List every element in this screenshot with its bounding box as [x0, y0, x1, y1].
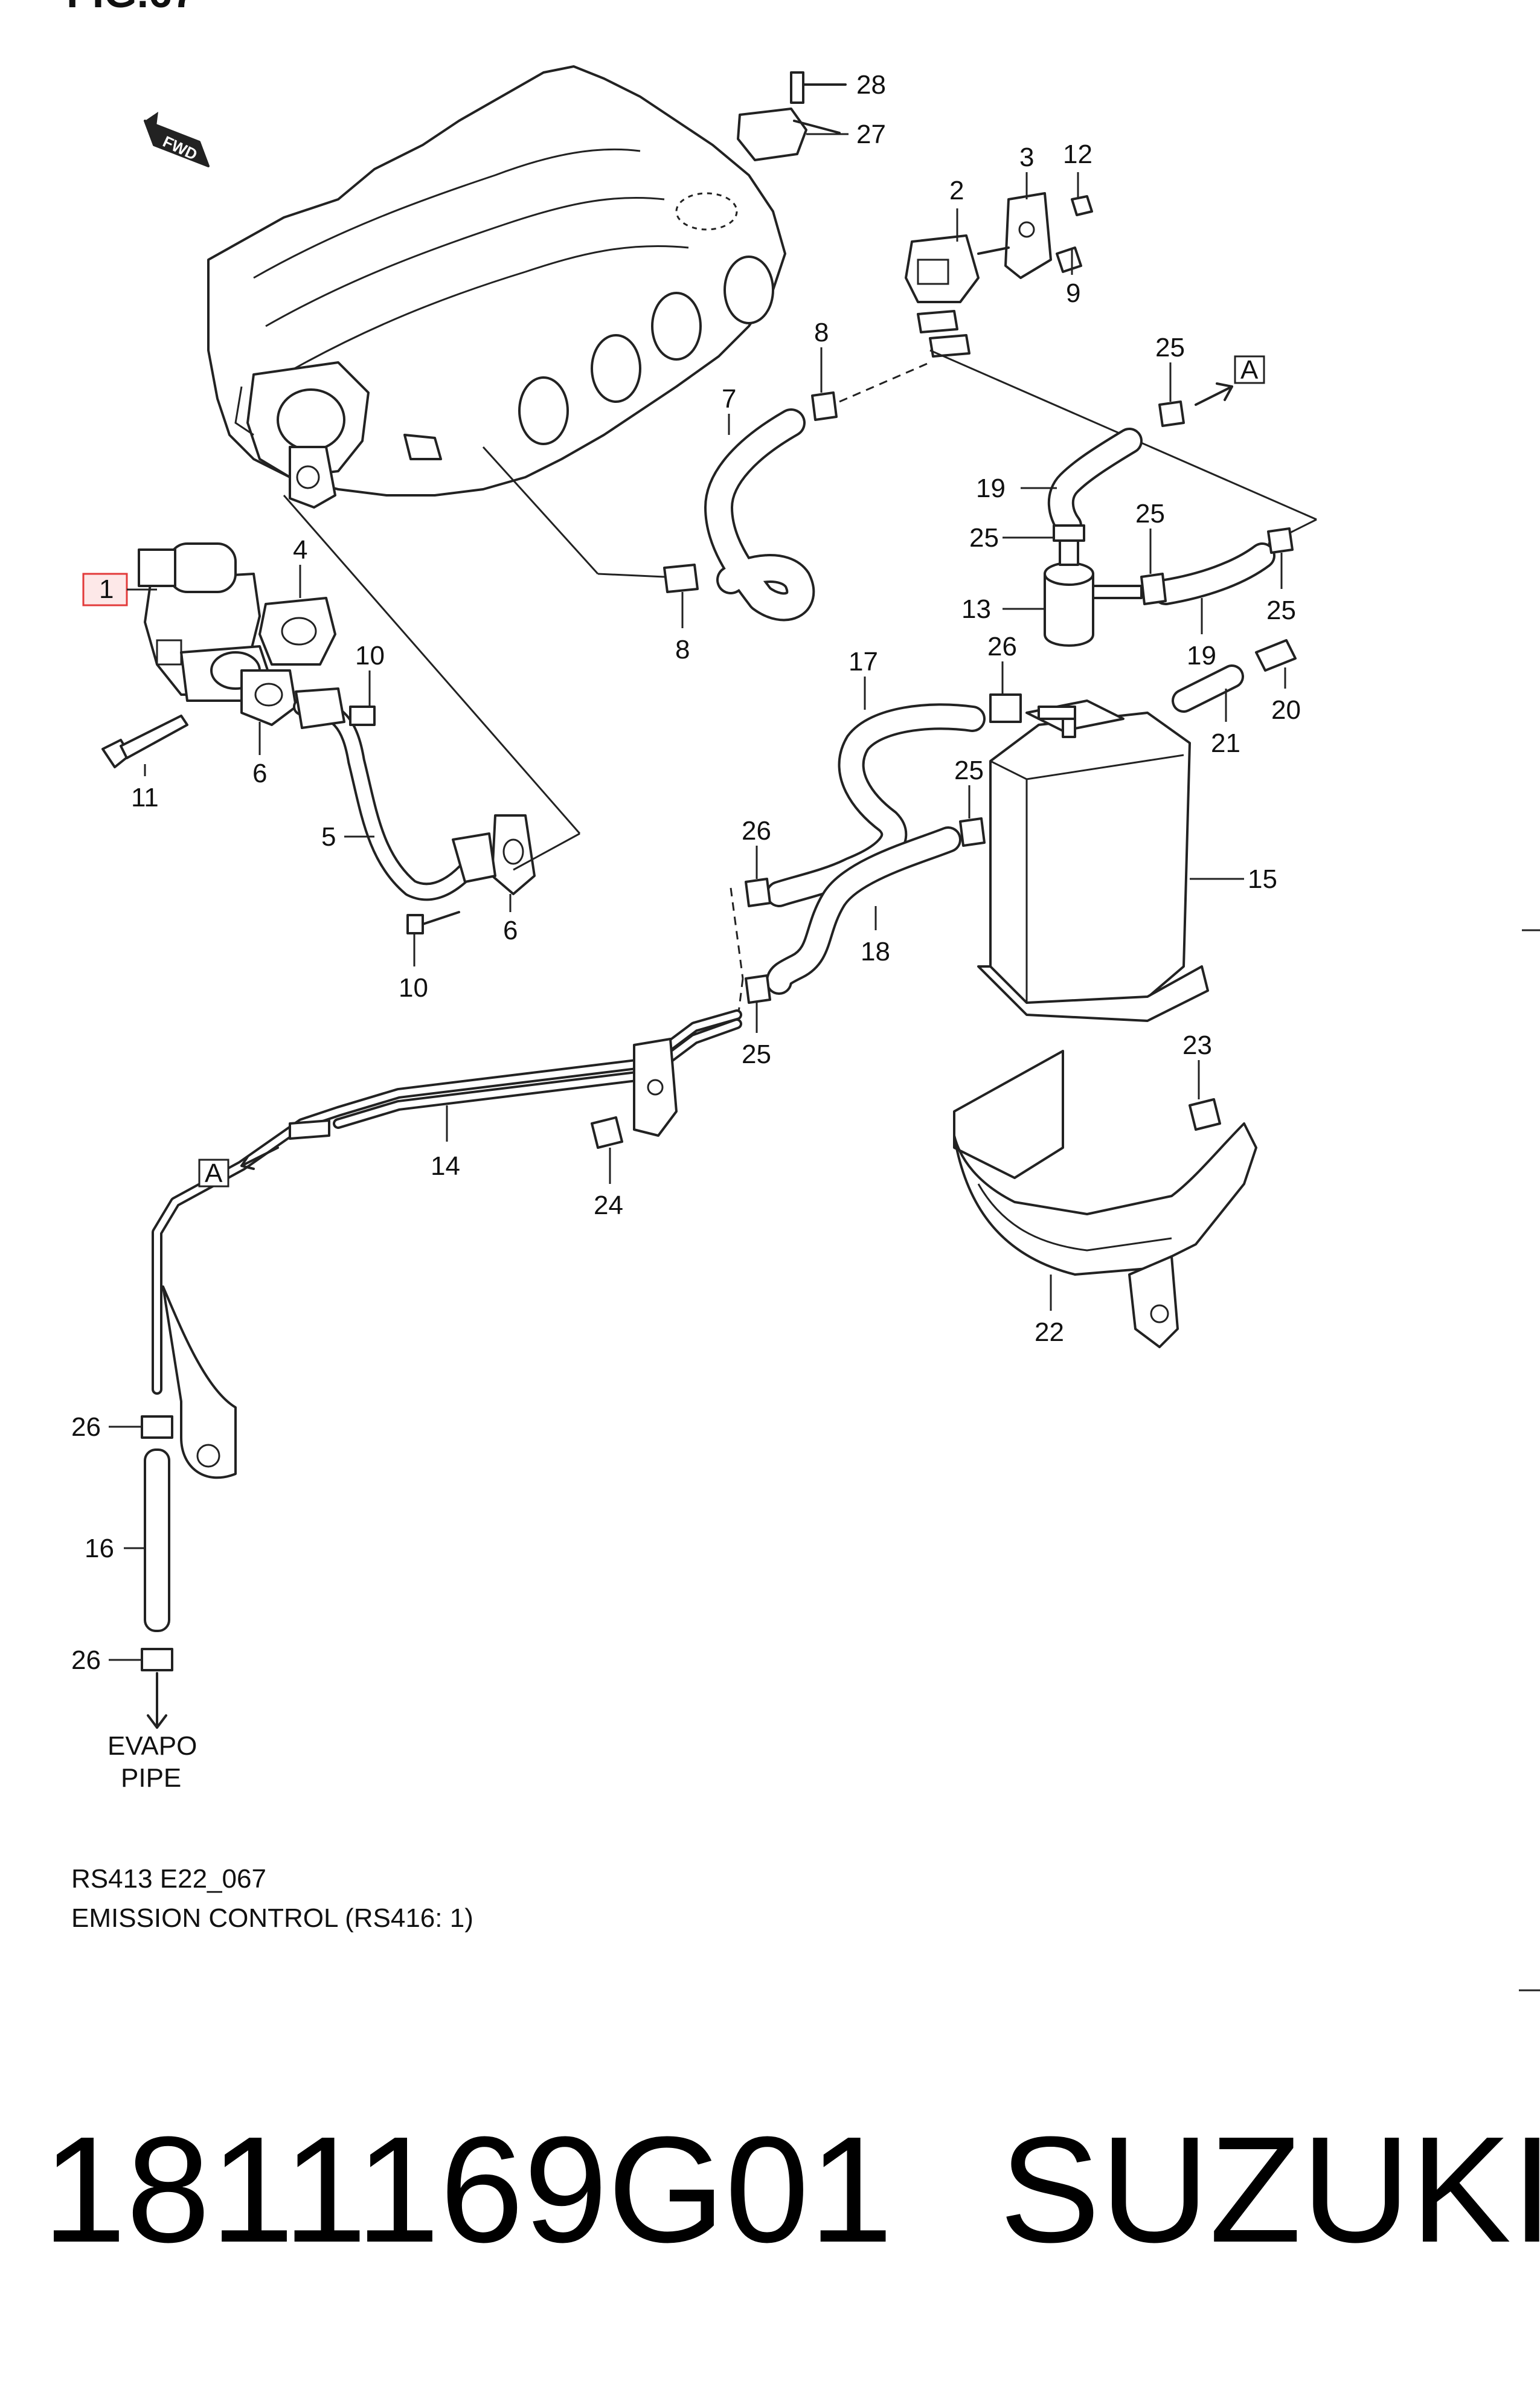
callouts: 1 2 3 4 5 6 6 7 8 8 9 10 10 11 12 13 14: [71, 70, 1301, 1675]
part-label-26-d[interactable]: 26: [71, 1645, 101, 1675]
figure-code: RS413 E22_067: [71, 1864, 266, 1894]
part-label-26-b[interactable]: 26: [742, 816, 771, 846]
part-number-text: 1811169G01: [42, 2105, 893, 2274]
brand-text: SUZUKI: [999, 2105, 1540, 2274]
clamp-26-d: [141, 1648, 173, 1729]
hose-19-lower: [1152, 542, 1275, 605]
part-label-28[interactable]: 28: [856, 70, 886, 100]
ref-marker-a-upper-label: A: [1240, 355, 1259, 385]
part-label-9[interactable]: 9: [1066, 278, 1080, 308]
bolt-10-upper: [349, 706, 376, 726]
part-label-18[interactable]: 18: [861, 937, 890, 966]
part-label-10-upper[interactable]: 10: [355, 641, 385, 670]
gasket-4: [258, 597, 336, 666]
part-label-22[interactable]: 22: [1035, 1317, 1064, 1347]
part-label-13[interactable]: 13: [961, 594, 991, 624]
pipe-14: [152, 1009, 742, 1479]
part-label-15[interactable]: 15: [1248, 864, 1277, 894]
part-label-8-upper[interactable]: 8: [814, 318, 829, 347]
parts-diagram: FIG.67 FWD: [66, 0, 1540, 1992]
clamp-25-c: [1140, 573, 1167, 605]
hose-19-upper: [1047, 428, 1143, 539]
evapo-label-line1: EVAPO: [107, 1731, 197, 1761]
ref-marker-a-upper[interactable]: A: [1195, 355, 1265, 406]
egr-pipe-5: [293, 687, 496, 901]
part-1-highlight: [82, 573, 128, 606]
clamp-8-upper: [811, 391, 838, 421]
part-label-25-e[interactable]: 25: [954, 756, 984, 785]
part-label-25-a[interactable]: 25: [1155, 333, 1185, 362]
part-label-14[interactable]: 14: [431, 1151, 460, 1181]
clamp-26-canister: [989, 693, 1022, 723]
part-label-23[interactable]: 23: [1182, 1030, 1212, 1060]
intake-manifold: [207, 65, 786, 509]
part-label-17[interactable]: 17: [849, 647, 878, 677]
bracket-22: [953, 1050, 1257, 1348]
clamp-26-c: [141, 1415, 173, 1439]
hose-21: [1172, 664, 1244, 713]
hose-7: [704, 408, 815, 622]
hose-16: [144, 1448, 170, 1632]
ref-marker-a-lower[interactable]: A: [198, 1146, 279, 1188]
nut-24: [591, 1116, 623, 1149]
egr-valve: [138, 542, 273, 702]
part-label-2[interactable]: 2: [949, 176, 964, 205]
part-label-20[interactable]: 20: [1271, 695, 1301, 725]
part-label-19-upper[interactable]: 19: [976, 474, 1006, 503]
part-label-16[interactable]: 16: [85, 1534, 114, 1563]
footer: [0, 1993, 1540, 2392]
bolt-11: [101, 715, 188, 768]
clamp-25-b: [1053, 524, 1085, 542]
part-label-25-d[interactable]: 25: [1266, 596, 1296, 625]
part-label-21[interactable]: 21: [1211, 728, 1240, 758]
part-label-12[interactable]: 12: [1063, 140, 1092, 169]
ref-marker-a-lower-label: A: [205, 1159, 223, 1188]
hose-17: [766, 703, 986, 907]
clamp-25-a: [1158, 400, 1185, 427]
part-label-26-a[interactable]: 26: [987, 632, 1017, 661]
bolt-10-lower: [406, 911, 460, 934]
clamp-25-f: [745, 974, 771, 1004]
part-label-4[interactable]: 4: [293, 535, 307, 565]
nut-23: [1189, 1098, 1221, 1131]
part-label-26-c[interactable]: 26: [71, 1412, 101, 1442]
filter-13: [1044, 530, 1143, 647]
clamp-25-e: [959, 817, 986, 847]
evapo-label-line2: PIPE: [121, 1763, 181, 1793]
clamp-25-d: [1267, 527, 1294, 554]
fitting-20: [1255, 639, 1297, 672]
part-label-19-lower[interactable]: 19: [1187, 641, 1216, 670]
part-label-8-lower[interactable]: 8: [675, 635, 690, 664]
gasket-6-lower: [491, 814, 536, 895]
part-label-7[interactable]: 7: [722, 384, 736, 414]
figure-header: FIG.67: [66, 0, 196, 16]
part-label-6-upper[interactable]: 6: [252, 759, 267, 788]
solenoid-valve-2: [905, 192, 1093, 358]
part-label-10-lower[interactable]: 10: [399, 973, 428, 1003]
diagram-svg: FIG.67 FWD: [66, 0, 1540, 1992]
part-label-24[interactable]: 24: [594, 1191, 623, 1220]
part-label-1[interactable]: 1: [99, 574, 114, 604]
figure-title: EMISSION CONTROL (RS416: 1): [71, 1903, 473, 1933]
hose-18: [766, 826, 961, 995]
fwd-arrow-icon: FWD: [144, 112, 210, 167]
gasket-6-upper: [240, 669, 297, 726]
clamp-8-lower: [663, 564, 699, 593]
part-label-25-f[interactable]: 25: [742, 1040, 771, 1069]
clamp-26-b: [745, 878, 771, 907]
part-label-25-c[interactable]: 25: [1135, 499, 1165, 529]
canister-15: [977, 699, 1209, 1022]
sensor-27: [737, 71, 847, 161]
part-label-25-b[interactable]: 25: [969, 523, 999, 553]
part-label-27[interactable]: 27: [856, 120, 886, 149]
part-label-11[interactable]: 11: [131, 783, 159, 812]
part-label-6-lower[interactable]: 6: [503, 916, 518, 945]
part-label-3[interactable]: 3: [1019, 143, 1034, 172]
part-label-5[interactable]: 5: [321, 822, 336, 852]
